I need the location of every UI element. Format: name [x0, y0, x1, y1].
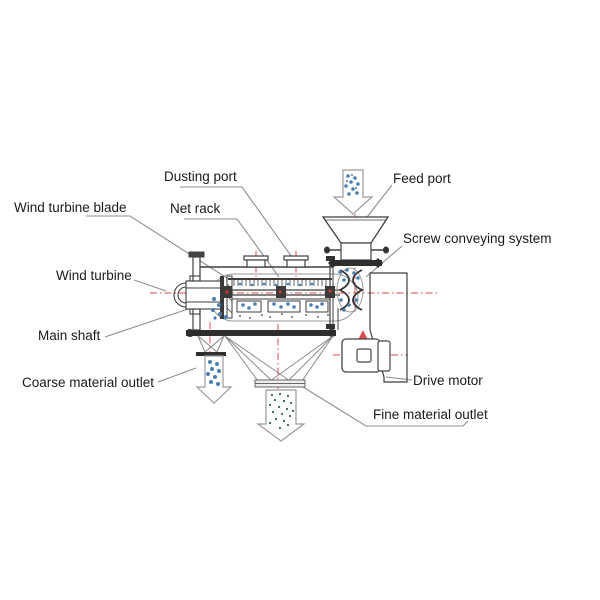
screw-conveyor: [336, 267, 365, 330]
chamber-particles: [211, 282, 324, 320]
label-screw-conveying-system: Screw conveying system: [403, 231, 552, 246]
motor-centerline-arrow: [358, 330, 368, 339]
coarse-outlet: [196, 335, 226, 356]
main-shaft: [173, 275, 223, 315]
label-wind-turbine: Wind turbine: [56, 268, 132, 283]
settled-dust-dots: [239, 313, 329, 319]
label-fine-material-outlet: Fine material outlet: [373, 407, 488, 422]
fine-arrow: [256, 389, 306, 442]
feed-port-hopper: [321, 216, 390, 268]
label-feed-port: Feed port: [393, 171, 451, 186]
label-coarse-material-outlet: Coarse material outlet: [22, 375, 154, 390]
feed-arrow: [332, 169, 374, 215]
fine-particles: [268, 392, 295, 430]
label-main-shaft: Main shaft: [38, 328, 101, 343]
right-housing: [369, 272, 408, 383]
label-dusting-port: Dusting port: [164, 169, 237, 184]
feed-particles: [344, 174, 360, 196]
label-drive-motor: Drive motor: [413, 373, 483, 388]
label-net-rack: Net rack: [170, 201, 221, 216]
coarse-particles: [206, 360, 221, 386]
screw-particles: [338, 268, 360, 312]
leader-lines: [86, 184, 469, 427]
drive-motor: [341, 338, 391, 373]
labels: Dusting port Feed port Wind turbine blad…: [14, 169, 552, 422]
coarse-arrow: [195, 355, 233, 404]
dusting-ports: [243, 255, 309, 268]
shaft-bearing-marks: [225, 289, 332, 294]
label-wind-turbine-blade: Wind turbine blade: [14, 200, 127, 215]
fine-outlet-cone: [224, 335, 334, 388]
